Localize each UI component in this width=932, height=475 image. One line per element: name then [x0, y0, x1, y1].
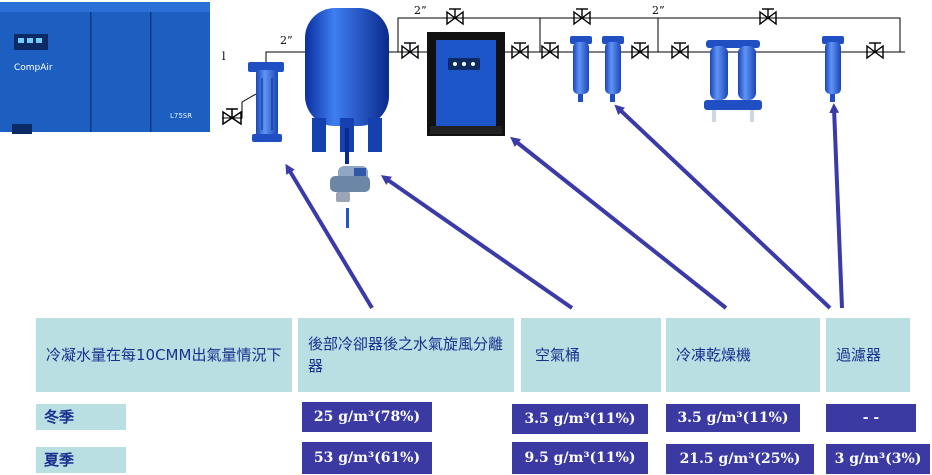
pipe-size-label: 2” — [280, 34, 293, 47]
value-summer-separator: 53 g/m³(61%) — [302, 442, 432, 474]
air-compressor: CompAir L75SR — [0, 2, 210, 134]
value-summer-dryer: 21.5 g/m³(25%) — [666, 444, 814, 474]
row-label-summer: 夏季 — [36, 447, 126, 473]
pointer-arrow — [829, 103, 844, 309]
value-winter-tank: 3.5 g/m³(11%) — [512, 404, 648, 434]
value-winter-filter: - - — [826, 404, 916, 432]
valve-icon — [222, 108, 242, 126]
valve-icon — [401, 42, 419, 60]
pointer-arrow — [510, 136, 728, 310]
cyclone-separator — [248, 62, 284, 142]
auto-drain — [330, 166, 370, 228]
valve-icon — [631, 42, 649, 60]
value-winter-separator: 25 g/m³(78%) — [302, 402, 432, 432]
compressor-model-text: L75SR — [170, 112, 192, 120]
column-header-dryer: 冷凍乾燥機 — [666, 318, 820, 392]
row-label-winter: 冬季 — [36, 404, 126, 430]
air-receiver-tank — [305, 8, 389, 164]
valve-icon — [541, 42, 559, 60]
line-filter — [602, 36, 624, 102]
pointer-arrow — [380, 175, 574, 310]
desiccant-dryer — [704, 40, 762, 122]
column-header-filter: 過濾器 — [826, 318, 910, 392]
stray-label: l — [222, 50, 226, 63]
pointer-arrow — [614, 104, 832, 310]
line-filter — [822, 36, 844, 102]
valve-icon — [671, 42, 689, 60]
pointer-arrow — [285, 163, 374, 310]
line-filter — [570, 36, 592, 102]
value-summer-filter: 3 g/m³(3%) — [826, 444, 930, 474]
value-summer-tank: 9.5 g/m³(11%) — [512, 442, 648, 474]
value-winter-dryer: 3.5 g/m³(11%) — [666, 404, 800, 432]
valve-icon — [759, 8, 777, 26]
pipe-size-label: 2” — [652, 4, 665, 17]
pipe-size-label: 2” — [414, 4, 427, 17]
valve-icon — [866, 42, 884, 60]
table-header-label: 冷凝水量在每10CMM出氣量情況下 — [36, 318, 292, 392]
valve-icon — [511, 42, 529, 60]
compressor-brand-text: CompAir — [14, 63, 53, 73]
column-header-separator: 後部冷卻器後之水氣旋風分離器 — [298, 318, 514, 392]
column-header-tank: 空氣桶 — [521, 318, 661, 392]
valve-icon — [573, 8, 591, 26]
valve-icon — [446, 8, 464, 26]
refrigerated-dryer — [427, 32, 505, 136]
